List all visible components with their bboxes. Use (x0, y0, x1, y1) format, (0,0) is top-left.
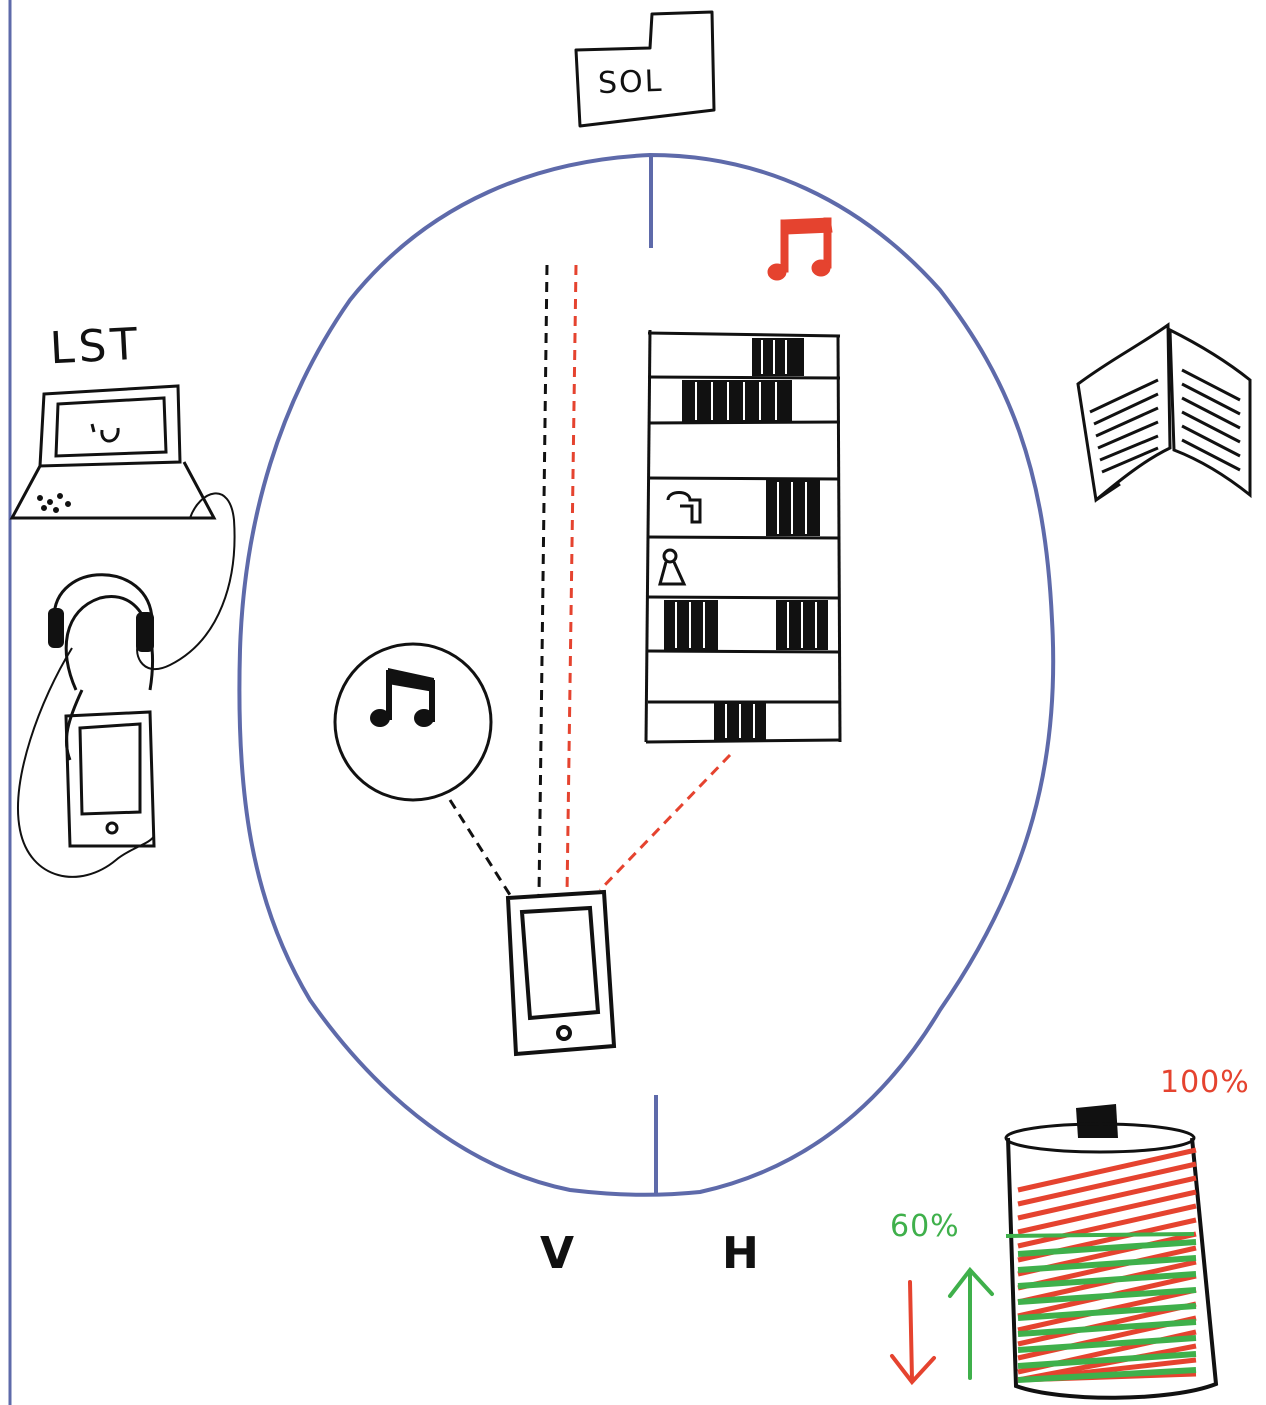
battery-hatch-green (1017, 1319, 1197, 1337)
h-label: H (722, 1228, 759, 1279)
book-stripes (675, 340, 817, 738)
battery-hatch-red (1017, 1161, 1197, 1207)
shelf-trinket-icon (666, 491, 702, 524)
headphone-cable (17, 647, 155, 878)
battery-hatch-green (1017, 1287, 1197, 1305)
laptop-cable (136, 492, 236, 671)
bookshelf-icon (644, 329, 842, 744)
head-outline (237, 152, 1056, 1197)
open-book-icon (1076, 322, 1252, 503)
battery-hatch-red (1017, 1175, 1197, 1221)
battery-hatch-red (1017, 1147, 1197, 1193)
music-note-icon (370, 668, 435, 727)
battery-hatch-green (1017, 1239, 1197, 1257)
headphones-person-icon (52, 573, 155, 761)
battery-hatch-green (1017, 1335, 1197, 1353)
battery-hatch-green (1017, 1351, 1197, 1369)
battery-fill-partial (1017, 1239, 1197, 1383)
shelf-figure-icon (658, 548, 687, 586)
laptop-icon (9, 384, 217, 520)
dashed-line-black-to-music (448, 799, 512, 896)
smartphone-icon (505, 889, 617, 1057)
percent-full-label: 100% (1160, 1065, 1250, 1100)
dashed-line-black-vertical (537, 264, 549, 896)
percent-partial-label: 60% (890, 1209, 960, 1244)
dashed-line-red-to-shelf (598, 753, 732, 892)
dashed-line-red-vertical (565, 264, 578, 896)
battery-hatch-green (1017, 1255, 1197, 1273)
battery-icon (1004, 1104, 1219, 1400)
sol-label: SOL (597, 63, 664, 102)
battery-hatch-red (1017, 1203, 1197, 1249)
folder-icon (574, 10, 716, 128)
arrow-up-icon (948, 1266, 994, 1380)
battery-fill-full (1017, 1147, 1197, 1383)
headphone-cups (48, 608, 154, 652)
lst-label: LST (48, 318, 143, 375)
battery-hatch-green (1017, 1271, 1197, 1289)
v-label: V (540, 1228, 575, 1279)
battery-hatch-green (1017, 1367, 1197, 1383)
battery-hatch-red (1017, 1189, 1197, 1235)
battery-hatch-green (1017, 1303, 1197, 1321)
music-note-icon (767, 217, 833, 281)
battery-60-marker (1005, 1232, 1195, 1238)
music-circle (333, 642, 493, 802)
arrow-down-icon (890, 1280, 936, 1386)
tablet-icon (64, 710, 156, 848)
